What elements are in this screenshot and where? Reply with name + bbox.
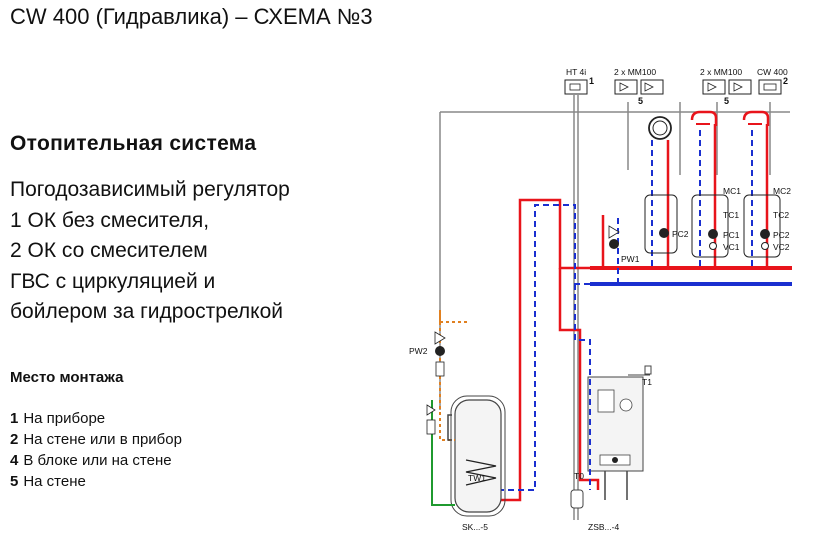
- label-pw1: PW1: [621, 254, 640, 264]
- dhw-piping: [431, 310, 470, 506]
- mounting-item-number: 2: [10, 431, 19, 448]
- cw400-controller: [758, 79, 782, 95]
- label-sk: SK...-5: [462, 522, 488, 532]
- separator-piping: [500, 198, 619, 502]
- section-heading: Отопительная система: [10, 132, 257, 155]
- label-mount-5-left: 5: [638, 96, 643, 106]
- label-pc2-circuit3: PC2: [773, 230, 790, 240]
- boiler-piping: [558, 268, 652, 509]
- boiler-zsb: [587, 376, 644, 472]
- label-mc1: MC1: [723, 186, 741, 196]
- label-vc1: VC1: [723, 242, 740, 252]
- mounting-item-text: В блоке или на стене: [23, 452, 172, 469]
- mounting-item-text: На приборе: [23, 410, 106, 427]
- mounting-title: Место монтажа: [10, 369, 124, 386]
- label-t0: T0: [574, 471, 584, 481]
- mounting-item-number: 4: [10, 452, 19, 469]
- label-t1: T1: [642, 377, 652, 387]
- label-mm100-right: 2 x MM100: [700, 67, 742, 77]
- mounting-item-number: 1: [10, 410, 19, 427]
- heating-circuit-3: [742, 110, 781, 268]
- label-mc2: MC2: [773, 186, 791, 196]
- mm100-module-left: [614, 79, 664, 95]
- description-line: бойлером за гидрострелкой: [10, 300, 284, 323]
- label-zsb: ZSB...-4: [588, 522, 619, 532]
- mounting-item-text: На стене или в прибор: [23, 431, 182, 448]
- label-pc2-circuit1: PC2: [672, 229, 689, 239]
- mounting-item-text: На стене: [23, 473, 86, 490]
- label-tc1: TC1: [723, 210, 739, 220]
- ht4i-module: [564, 79, 588, 95]
- label-mount-5-right: 5: [724, 96, 729, 106]
- label-mm100-left: 2 x MM100: [614, 67, 656, 77]
- label-pw2: PW2: [409, 346, 428, 356]
- control-bus: [439, 95, 790, 520]
- description-line: 1 ОК без смесителя,: [10, 208, 210, 232]
- heating-circuit-1: [644, 116, 678, 268]
- description-line: Погодозависимый регулятор: [10, 178, 290, 201]
- mounting-item-number: 5: [10, 473, 19, 490]
- pump-pw2: [434, 331, 446, 377]
- label-tc2: TC2: [773, 210, 789, 220]
- label-vc2: VC2: [773, 242, 790, 252]
- cold-water-valve: [426, 404, 436, 435]
- dhw-tank-sk: [450, 395, 506, 517]
- page-title: CW 400 (Гидравлика) – СХЕМА №3: [10, 4, 373, 29]
- description-line: ГВС с циркуляцией и: [10, 269, 216, 293]
- mm100-module-right: [702, 79, 752, 95]
- label-mount-2: 2: [783, 76, 788, 86]
- label-pc1: PC1: [723, 230, 740, 240]
- heating-circuit-2: [690, 110, 729, 268]
- label-ht4i: HT 4i: [566, 67, 586, 77]
- label-mount-1: 1: [589, 76, 594, 86]
- system-description: Погодозависимый регулятор 1 ОК без смеси…: [10, 175, 290, 328]
- label-tw1: TW1: [468, 473, 486, 483]
- pump-pw1: [608, 225, 620, 249]
- label-cw400: CW 400: [757, 67, 788, 77]
- description-line: 2 ОК со смесителем: [10, 239, 208, 262]
